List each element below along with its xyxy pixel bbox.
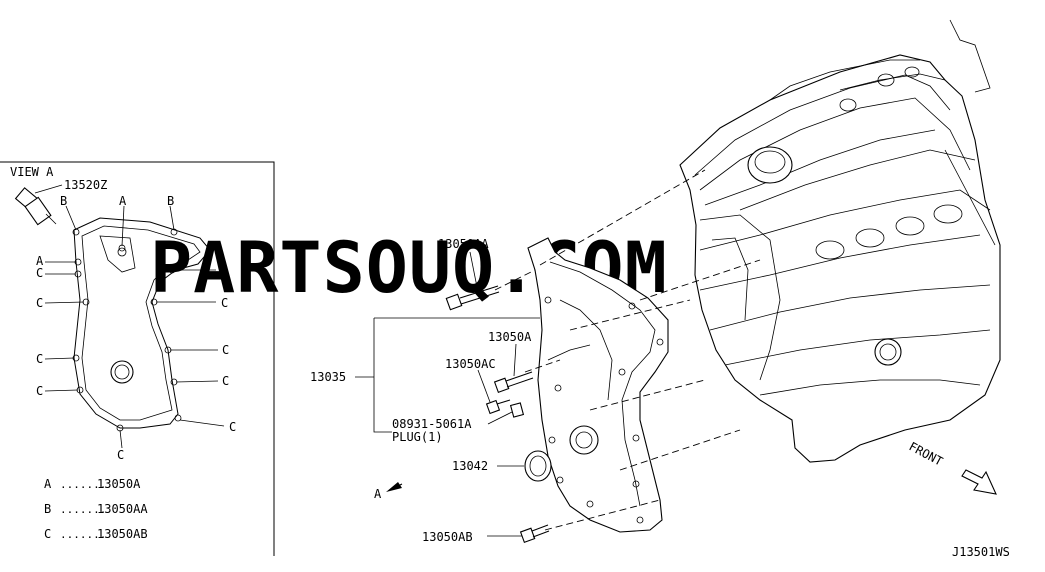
- callout-13050aa: 13050AA: [438, 237, 489, 251]
- legend-row: B ....... 13050AA: [44, 502, 148, 516]
- view-a-arrow-label: A: [374, 487, 382, 501]
- svg-text:13050AA: 13050AA: [97, 502, 148, 516]
- view-a-label-c: C: [36, 352, 43, 366]
- timing-cover: [527, 237, 669, 533]
- view-a-label-a-top: A: [119, 194, 127, 208]
- bolt-13050aa: [445, 285, 500, 311]
- oil-seal-13042: [524, 450, 552, 482]
- view-a-label-b-right: B: [167, 194, 174, 208]
- view-a-cover-outline: [73, 217, 211, 429]
- view-a-label-c: C: [221, 296, 228, 310]
- svg-text:.......: .......: [60, 478, 106, 491]
- callout-plug-number: 08931-5061A: [392, 417, 472, 431]
- callout-13050ac: 13050AC: [445, 357, 496, 371]
- callout-13050a: 13050A: [488, 330, 532, 344]
- diagram-code: J13501WS: [952, 545, 1010, 559]
- svg-text:.......: .......: [60, 528, 106, 541]
- bolt-13050a: [493, 371, 534, 394]
- legend-row: A ....... 13050A: [44, 477, 141, 491]
- view-a-label-c: C: [36, 266, 43, 280]
- view-a-label-c: C: [117, 448, 124, 462]
- plug-08931: [509, 402, 525, 418]
- callout-13042: 13042: [452, 459, 488, 473]
- view-a-label-c: C: [36, 296, 43, 310]
- view-a-label-c: C: [36, 384, 43, 398]
- bracket-line: [373, 318, 392, 433]
- view-a-panel: VIEW A 13520Z: [0, 161, 275, 556]
- view-a-label-a-left: A: [36, 254, 44, 268]
- svg-text:13050A: 13050A: [97, 477, 141, 491]
- view-a-label-c: C: [222, 343, 229, 357]
- sensor-label: 13520Z: [64, 178, 107, 192]
- svg-text:.......: .......: [60, 503, 106, 516]
- view-a-label-b-left: B: [60, 194, 67, 208]
- legend-row: C ....... 13050AB: [44, 527, 148, 541]
- bolt-13050ab: [519, 524, 550, 544]
- view-a-frame: [0, 161, 275, 556]
- sensor-13520z: [14, 184, 63, 226]
- svg-text:A: A: [44, 477, 52, 491]
- engine-block: [679, 19, 1001, 463]
- legend: A ....... 13050A B ....... 13050AA C ...…: [44, 477, 148, 541]
- callout-13050ab: 13050AB: [422, 530, 473, 544]
- view-a-label-c: C: [229, 420, 236, 434]
- view-a-label-c: C: [222, 374, 229, 388]
- view-a-shaft-hole: [110, 360, 134, 384]
- view-a-title: VIEW A: [10, 165, 54, 179]
- view-a-arrow: [386, 482, 403, 492]
- callout-plug-desc: PLUG(1): [392, 430, 443, 444]
- svg-text:13050AB: 13050AB: [97, 527, 148, 541]
- view-a-label-a-right: A: [221, 264, 229, 278]
- alignment-lines: [494, 169, 761, 531]
- front-arrow-icon: [961, 469, 997, 495]
- bolt-13050ac: [485, 399, 511, 415]
- front-label: FRONT: [907, 439, 945, 468]
- svg-text:B: B: [44, 502, 51, 516]
- svg-text:C: C: [44, 527, 51, 541]
- callout-13035: 13035: [310, 370, 346, 384]
